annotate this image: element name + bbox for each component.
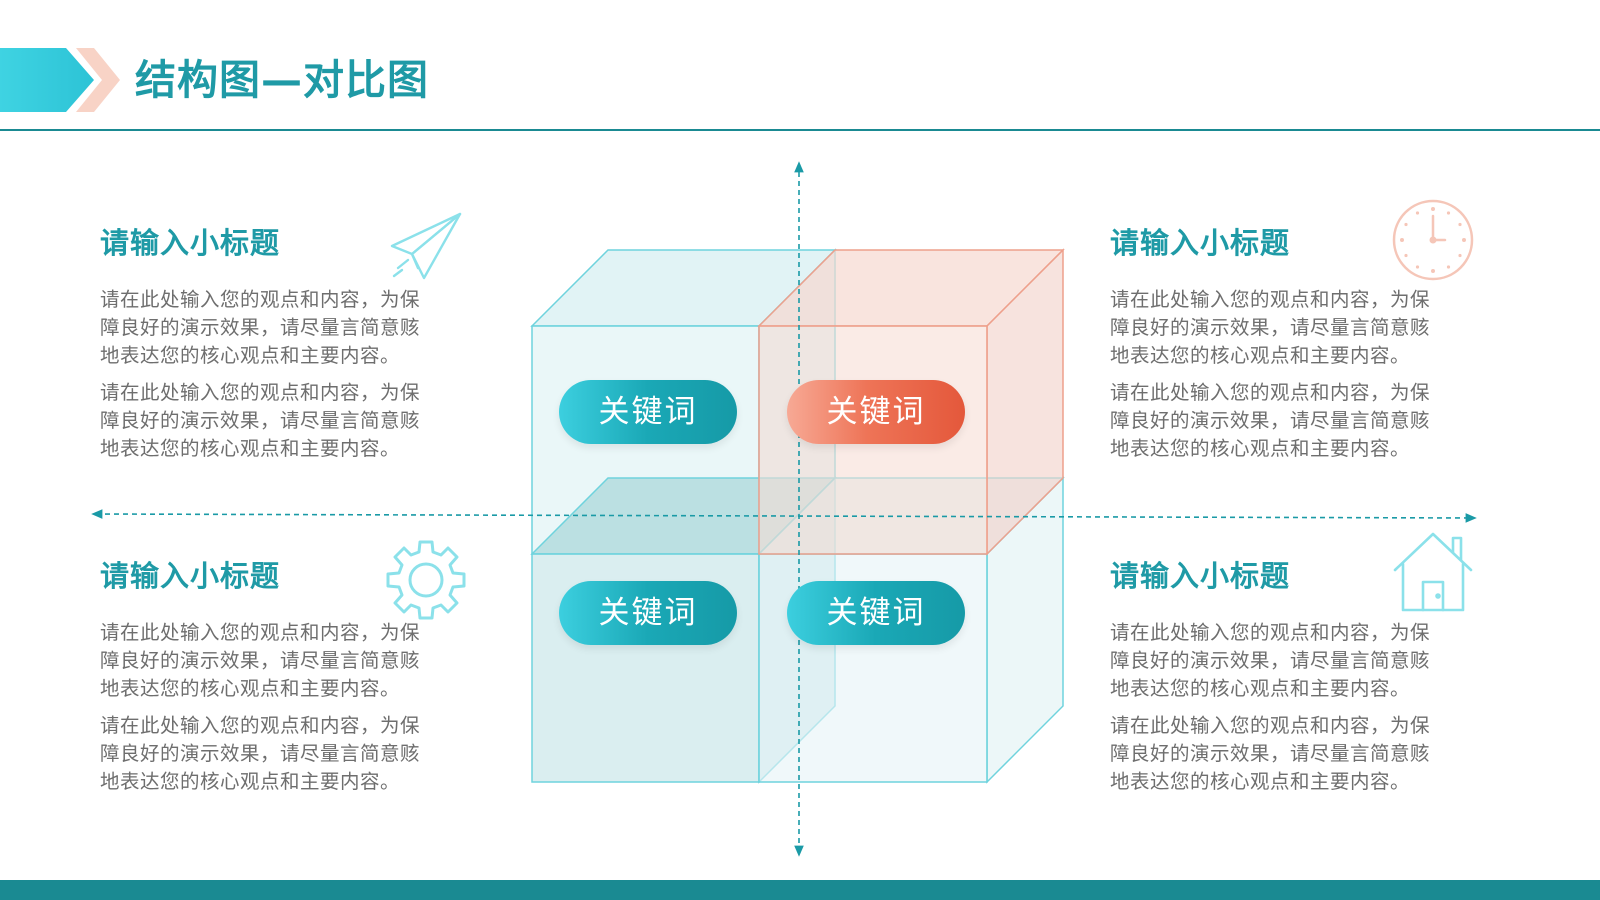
page-title: 结构图—对比图 bbox=[135, 56, 429, 104]
keyword-pill-bottom-left: 关键词 bbox=[559, 581, 737, 645]
house-icon bbox=[1393, 532, 1473, 612]
block-paragraph: 请在此处输入您的观点和内容，为保 障良好的演示效果，请尽量言简意赅 地表达您的核… bbox=[1110, 621, 1431, 700]
block-heading: 请输入小标题 bbox=[100, 559, 281, 593]
block-paragraph: 请在此处输入您的观点和内容，为保 障良好的演示效果，请尽量言简意赅 地表达您的核… bbox=[100, 288, 421, 367]
clock-icon bbox=[1392, 199, 1474, 281]
info-block-bottom-left: 请输入小标题 请在此处输入您的观点和内容，为保 障良好的演示效果，请尽量言简意赅… bbox=[100, 556, 470, 805]
info-block-top-left: 请输入小标题 请在此处输入您的观点和内容，为保 障良好的演示效果，请尽量言简意赅… bbox=[100, 223, 470, 472]
info-block-bottom-right: 请输入小标题 请在此处输入您的观点和内容，为保 障良好的演示效果，请尽量言简意赅… bbox=[1110, 556, 1480, 805]
block-heading: 请输入小标题 bbox=[100, 226, 281, 260]
block-heading: 请输入小标题 bbox=[1110, 226, 1291, 260]
block-paragraph: 请在此处输入您的观点和内容，为保 障良好的演示效果，请尽量言简意赅 地表达您的核… bbox=[100, 714, 421, 793]
keyword-pill-bottom-right: 关键词 bbox=[787, 581, 965, 645]
block-paragraph: 请在此处输入您的观点和内容，为保 障良好的演示效果，请尽量言简意赅 地表达您的核… bbox=[1110, 381, 1431, 460]
keyword-pill-top-right: 关键词 bbox=[787, 380, 965, 444]
header-divider bbox=[0, 129, 1600, 131]
gear-icon bbox=[386, 540, 466, 620]
keyword-pill-top-left: 关键词 bbox=[559, 380, 737, 444]
block-paragraph: 请在此处输入您的观点和内容，为保 障良好的演示效果，请尽量言简意赅 地表达您的核… bbox=[100, 621, 421, 700]
header-chevron-icon bbox=[0, 48, 120, 112]
block-paragraph: 请在此处输入您的观点和内容，为保 障良好的演示效果，请尽量言简意赅 地表达您的核… bbox=[1110, 288, 1431, 367]
block-heading: 请输入小标题 bbox=[1110, 559, 1291, 593]
block-paragraph: 请在此处输入您的观点和内容，为保 障良好的演示效果，请尽量言简意赅 地表达您的核… bbox=[1110, 714, 1431, 793]
horizontal-axis bbox=[91, 509, 1477, 523]
footer-bar bbox=[0, 880, 1600, 900]
paper-plane-icon bbox=[390, 212, 462, 280]
block-paragraph: 请在此处输入您的观点和内容，为保 障良好的演示效果，请尽量言简意赅 地表达您的核… bbox=[100, 381, 421, 460]
info-block-top-right: 请输入小标题 请在此处输入您的观点和内容，为保 障良好的演示效果，请尽量言简意赅… bbox=[1110, 223, 1480, 472]
